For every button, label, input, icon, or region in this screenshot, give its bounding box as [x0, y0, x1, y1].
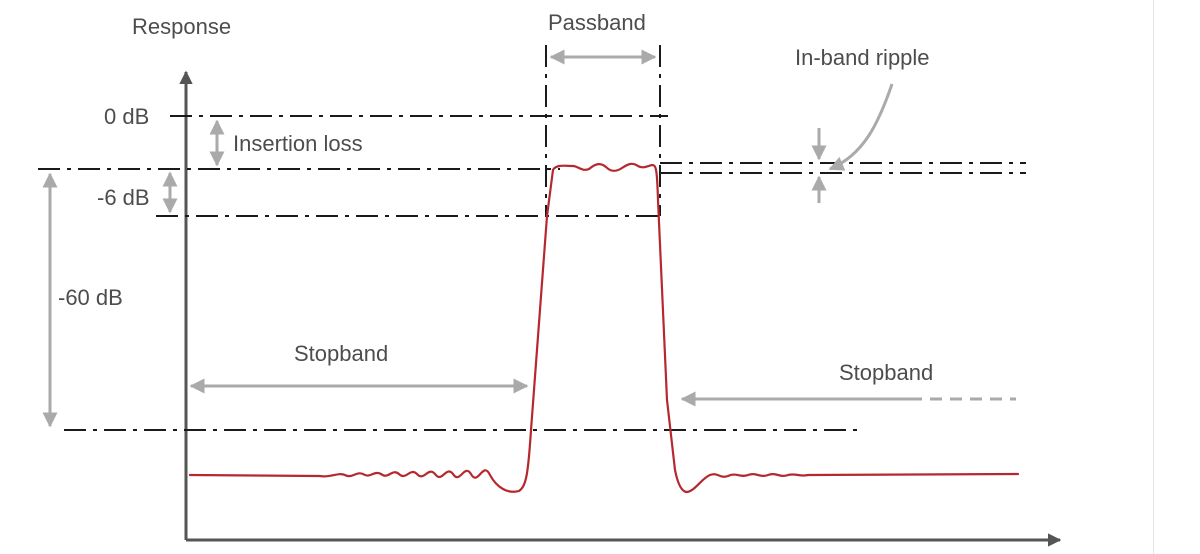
minus-60-db-label: -60 dB: [58, 285, 123, 310]
in-band-ripple-label: In-band ripple: [795, 45, 930, 70]
response-curve: [188, 162, 1020, 494]
annotation-arrows: [42, 49, 1016, 428]
stopband-right-label: Stopband: [839, 360, 933, 385]
in-band-ripple-pointer: [828, 83, 894, 171]
guide-lines: [38, 45, 1026, 431]
labels: Response Passband In-band ripple 0 dB In…: [58, 10, 933, 385]
zero-db-label: 0 dB: [104, 104, 149, 129]
response-label: Response: [132, 14, 231, 39]
minus-6-db-label: -6 dB: [97, 185, 150, 210]
panel-divider: [1153, 0, 1154, 554]
axes: [179, 70, 1062, 547]
stopband-left-label: Stopband: [294, 341, 388, 366]
passband-label: Passband: [548, 10, 646, 35]
insertion-loss-label: Insertion loss: [233, 131, 363, 156]
